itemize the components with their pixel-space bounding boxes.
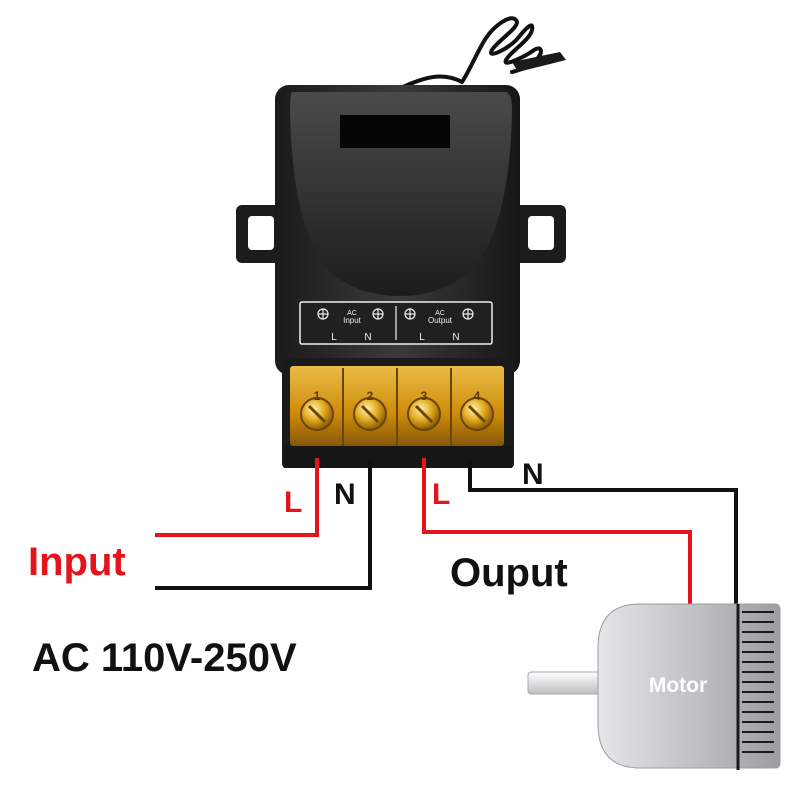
voltage-label: AC 110V-250V [32,636,297,680]
wires [155,458,738,605]
output-label: Ouput [450,551,568,595]
output-group-title-ac: AC [435,310,445,317]
antenna-icon [399,16,566,90]
output-neutral-label: N [522,458,544,491]
output-live-wire [422,458,692,605]
motor-cooling-fins [742,611,774,753]
terminal-screws [300,397,494,431]
terminal-number-4: 4 [474,389,481,403]
input-label: Input [28,540,126,584]
input-group-title-ac: AC [347,310,357,317]
input-live-label: L [284,486,302,519]
output-group-title: Output [428,316,453,325]
terminal-number-2: 2 [367,389,374,403]
output-neutral-wire [468,458,738,605]
input-live-wire [155,458,319,537]
motor: Motor [527,603,781,770]
relay-module: AC Input L N AC Output L N [236,85,566,468]
output-group-l: L [419,332,425,343]
output-live-label: L [432,478,450,511]
input-group-l: L [331,332,337,343]
output-group-n: N [452,332,459,343]
input-neutral-wire [155,458,372,590]
terminal-number-3: 3 [421,389,428,403]
input-group-n: N [364,332,371,343]
motor-label: Motor [649,674,707,697]
input-neutral-label: N [334,478,356,511]
terminal-number-1: 1 [314,389,321,403]
motor-body [597,603,781,769]
indicator-window [340,115,450,148]
input-group-title: Input [343,316,362,325]
